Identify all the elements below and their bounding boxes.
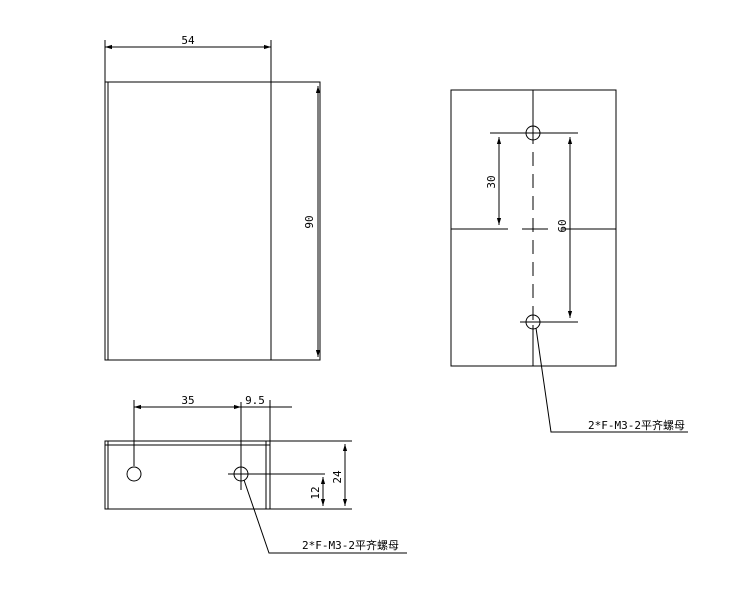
front-width-dim-text: 54 [181,34,195,47]
side-dim35-text: 35 [181,394,194,407]
front-height-dim-text: 90 [303,215,316,228]
back-dim30-text: 30 [485,175,498,188]
back-callout-text: 2*F-M3-2平齐螺母 [588,418,685,432]
back-view [450,89,688,433]
side-dim9-5-text: 9.5 [245,394,265,407]
side-dim24-text: 24 [331,470,344,484]
side-view [104,400,407,554]
side-left-hole [126,466,142,482]
back-callout-leader [535,327,688,433]
front-view-outline [104,81,321,361]
back-dim60-text: 60 [556,219,569,232]
side-dim12-text: 12 [309,486,322,499]
side-callout-leader [243,479,407,554]
front-view [104,40,321,361]
side-view-outline [104,440,271,510]
side-callout-text: 2*F-M3-2平齐螺母 [302,538,399,552]
